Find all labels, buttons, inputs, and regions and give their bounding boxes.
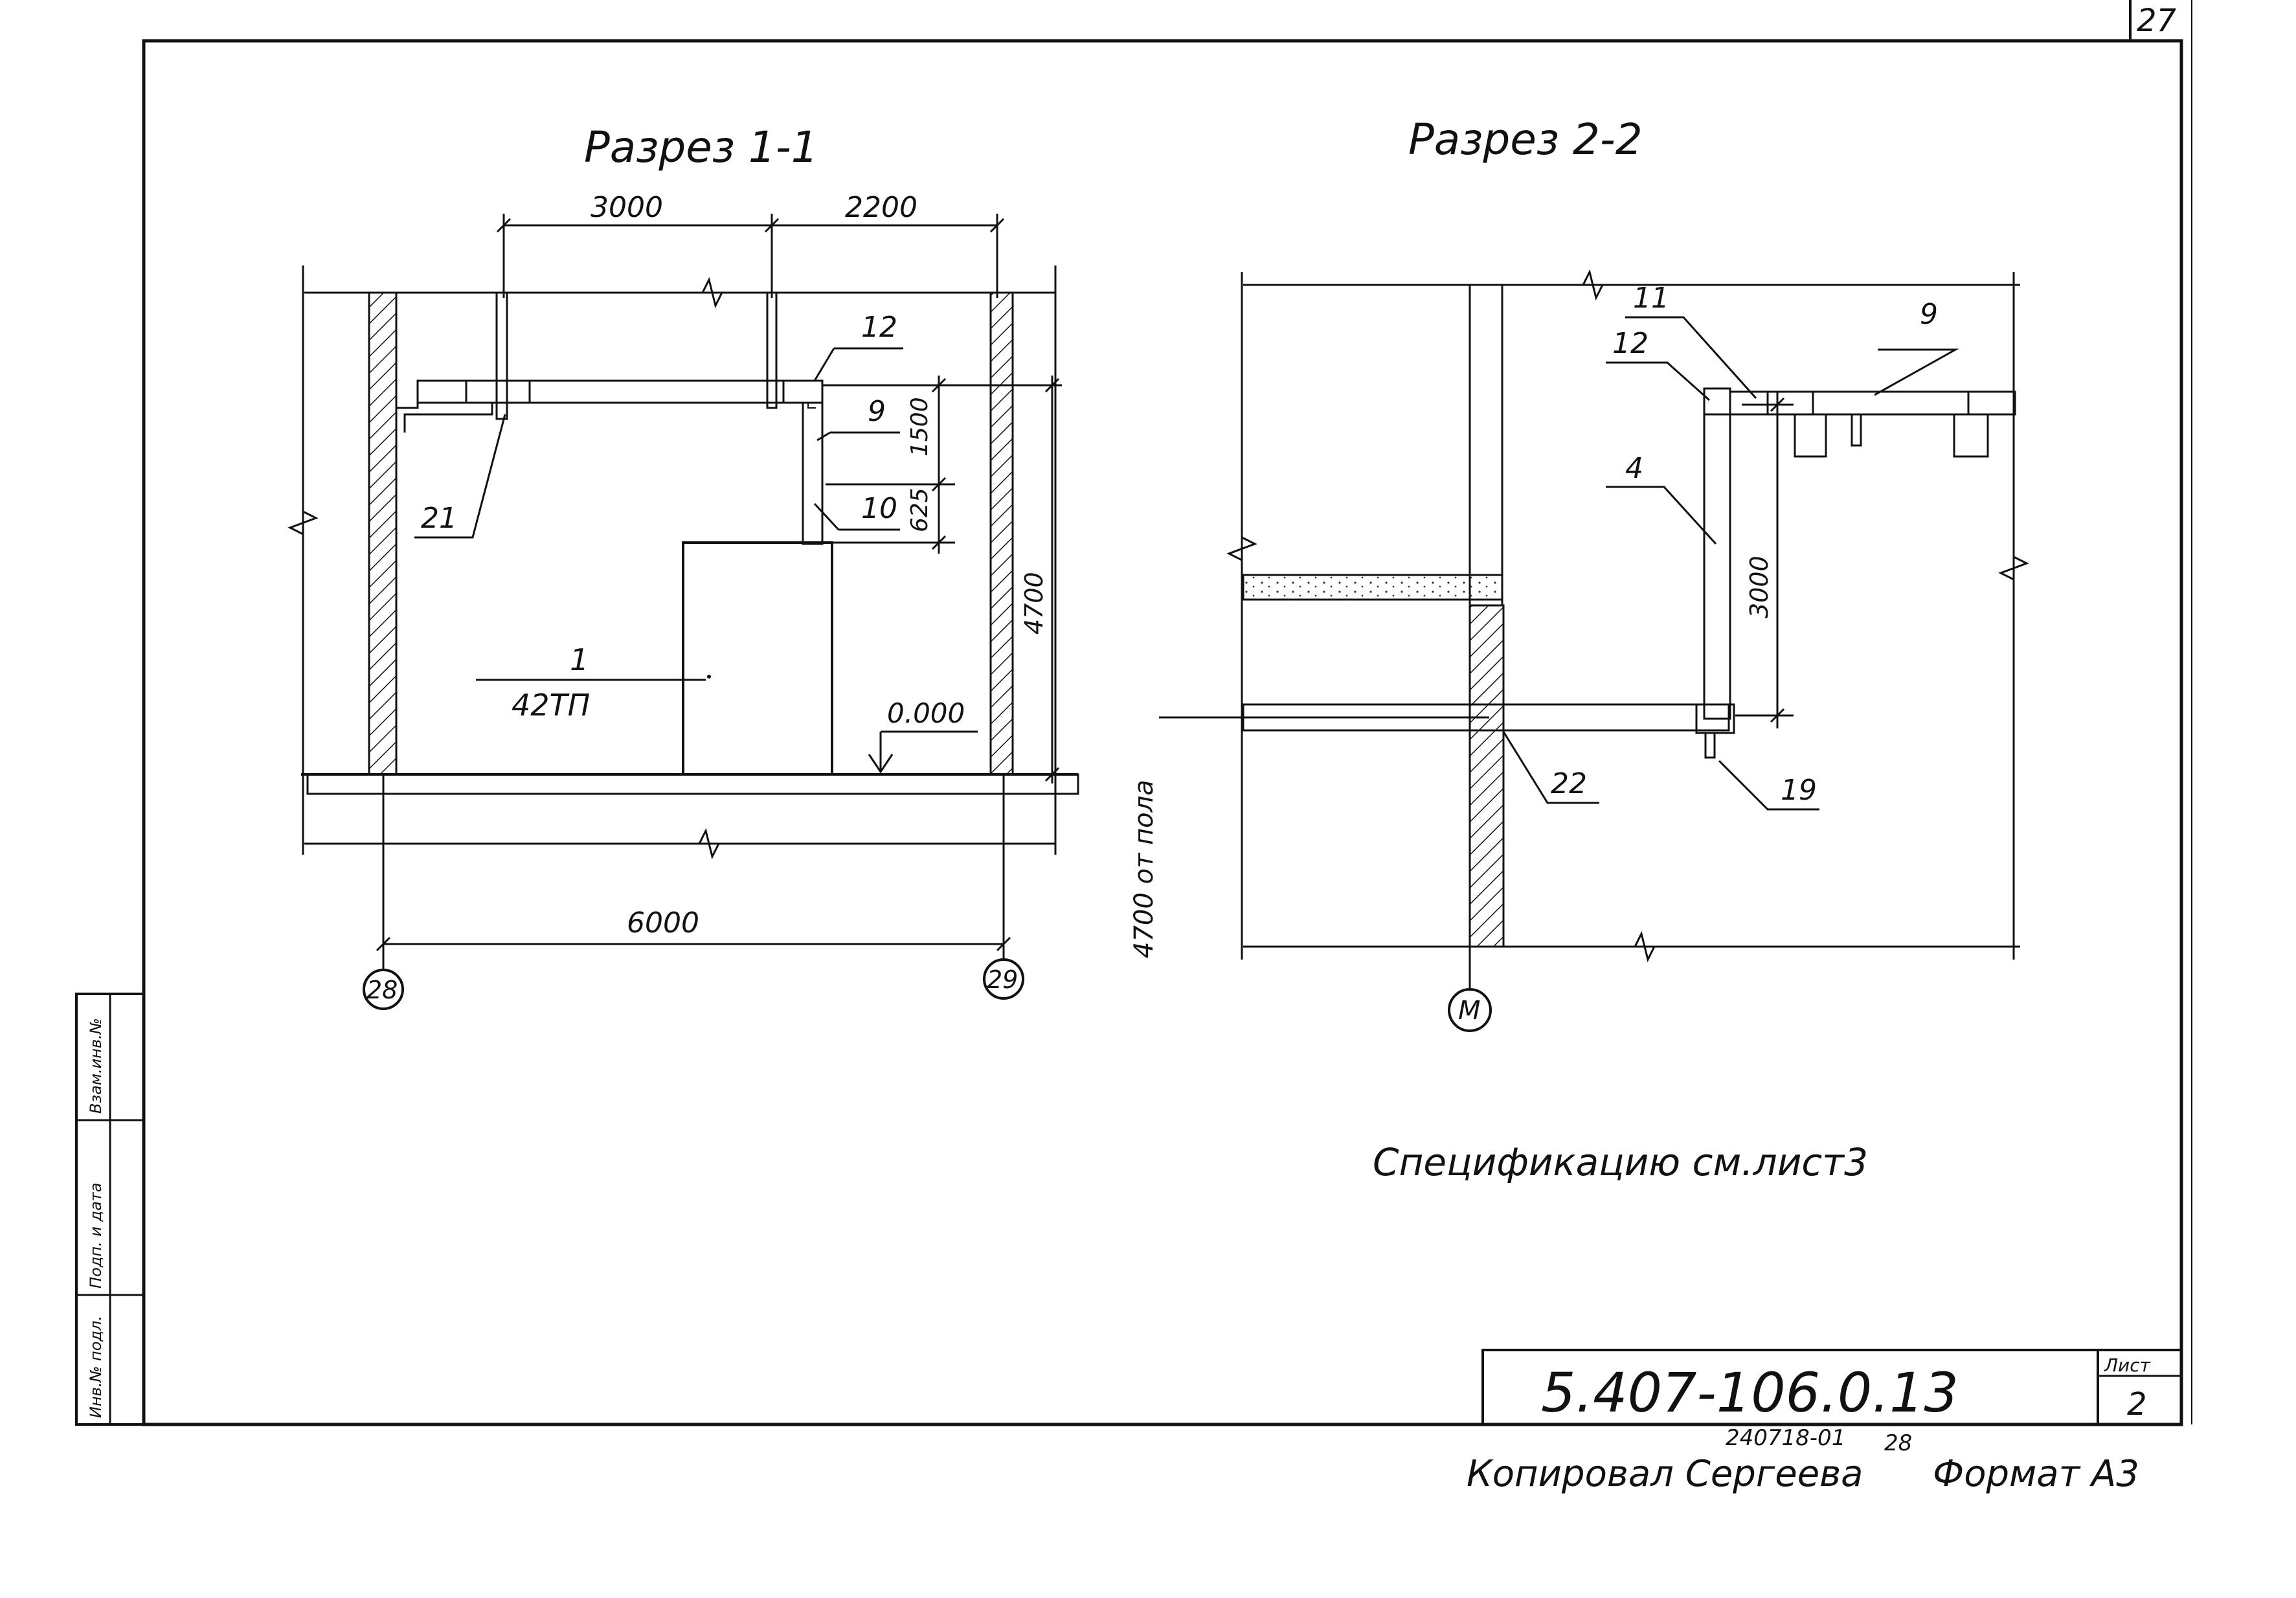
section-1-1: Разрез 1-1: [287, 122, 1079, 1010]
stamp-replace-inv: Взам.инв.№: [87, 1018, 105, 1114]
equipment-no: 1: [570, 642, 589, 677]
equipment-42tp: 42ТП: [512, 688, 590, 723]
dim-625: 625: [906, 488, 933, 532]
stamp-inv-no: Инв.№ подл.: [87, 1316, 105, 1418]
section-2-2: Разрез 2-2 М: [1129, 115, 2029, 1032]
dim-3000: 3000: [591, 191, 663, 224]
dim-4700-floor: 4700 от пола: [1129, 780, 1159, 958]
callout-10: 10: [861, 492, 897, 525]
page-number: 27: [2137, 3, 2177, 39]
archive-no: 240718-01: [1726, 1425, 1845, 1451]
sheet-no: 2: [2127, 1386, 2147, 1423]
dim-4700: 4700: [1020, 572, 1048, 635]
callout-12-s2: 12: [1612, 327, 1649, 360]
axis-m: М: [1458, 996, 1481, 1026]
callout-4: 4: [1625, 452, 1643, 485]
sheet-frame: [142, 0, 2192, 1426]
archive-seq: 28: [1884, 1430, 1912, 1456]
callout-22: 22: [1551, 767, 1587, 800]
copied-by: Копировал Сергеева: [1467, 1453, 1863, 1495]
axis-29: 29: [987, 965, 1018, 994]
dim-2200: 2200: [845, 191, 917, 224]
axis-28: 28: [366, 976, 398, 1004]
spec-note: Спецификацию см.лист3: [1373, 1140, 1868, 1184]
callout-19: 19: [1781, 774, 1817, 807]
callout-9: 9: [868, 395, 886, 428]
sheet-label: Лист: [2104, 1355, 2151, 1376]
dim-1500: 1500: [906, 397, 933, 456]
callout-9-s2: 9: [1920, 298, 1938, 331]
stamp-sign-date: Подп. и дата: [87, 1183, 105, 1289]
dim-6000: 6000: [627, 906, 699, 940]
side-stamp: Инв.№ подл. Подп. и дата Взам.инв.№: [75, 993, 145, 1426]
callout-21: 21: [421, 502, 457, 535]
title-block: [1481, 1349, 2183, 1426]
section-2-title: Разрез 2-2: [1408, 115, 1643, 164]
doc-code: 5.407-106.0.13: [1541, 1361, 1959, 1424]
section-1-title: Разрез 1-1: [584, 122, 818, 172]
dim-3000-s2: 3000: [1745, 556, 1773, 618]
callout-11: 11: [1633, 282, 1669, 315]
callout-12: 12: [861, 311, 897, 344]
level-0000: 0.000: [887, 697, 965, 729]
sheet-format: Формат А3: [1933, 1453, 2139, 1495]
